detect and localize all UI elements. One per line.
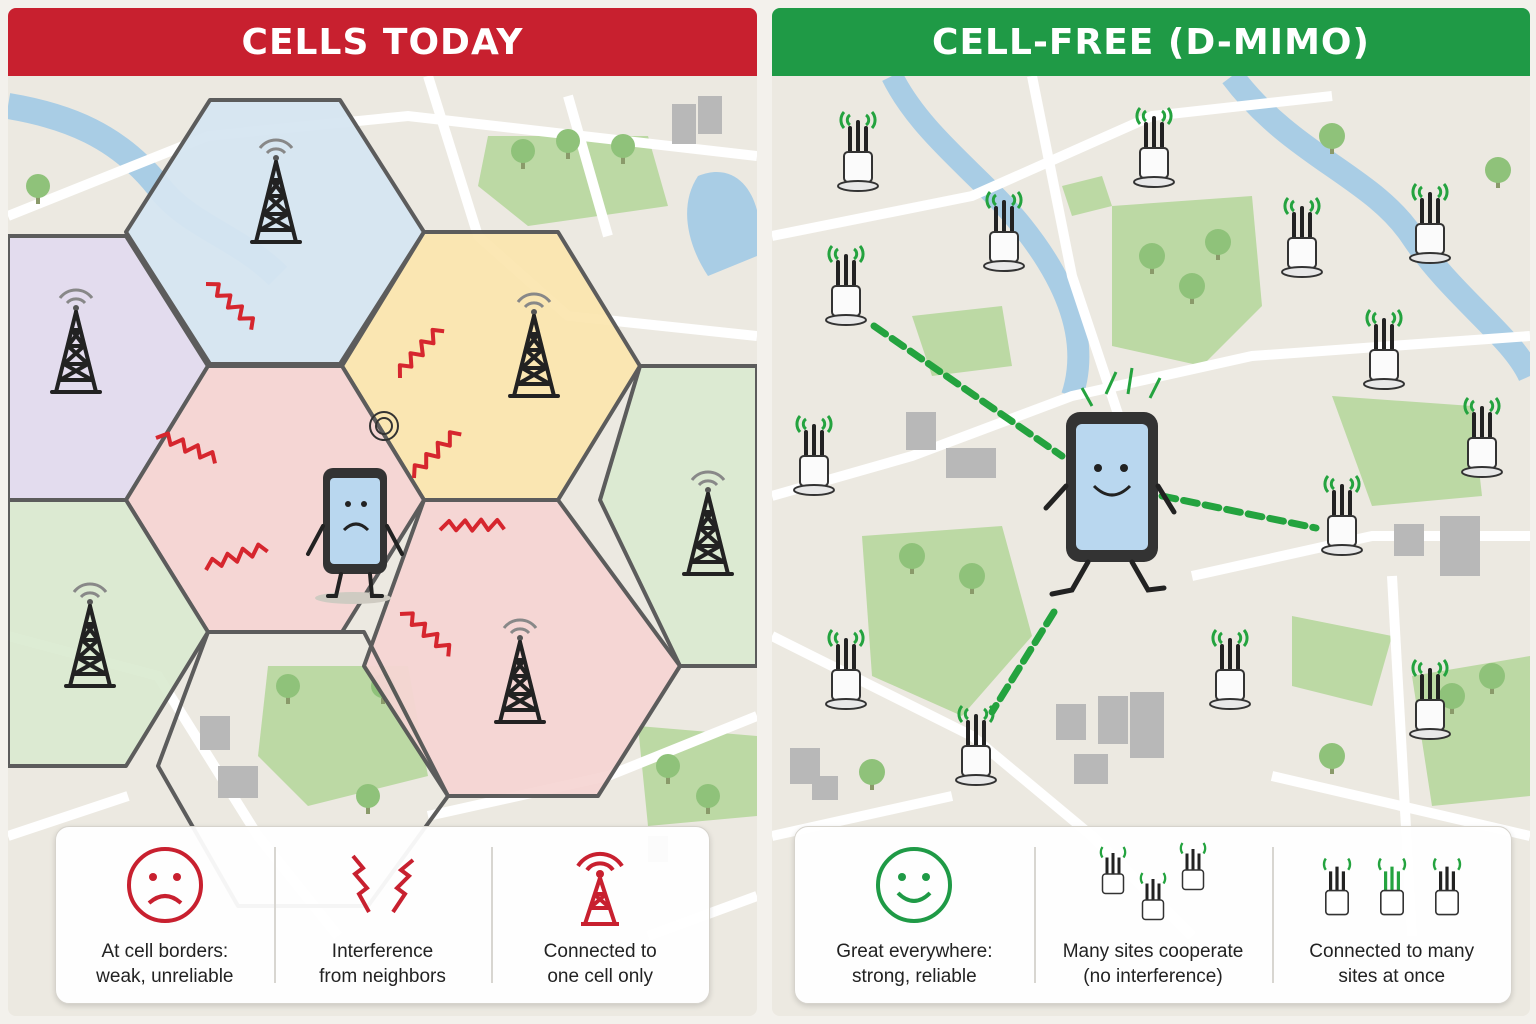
legend-text-line: Connected to	[543, 941, 657, 962]
legend-text-line: sites at once	[1338, 966, 1446, 987]
legend-text-line: Interference	[331, 941, 434, 962]
legend-text-line: one cell only	[547, 966, 653, 987]
cell-free-title: CELL-FREE (D-MIMO)	[772, 8, 1530, 76]
legend-item-single-cell: Connected to one cell only	[491, 827, 709, 1003]
interference-icon	[274, 835, 492, 935]
cooperating-sites-icon	[1034, 835, 1273, 935]
sad-face-icon	[56, 835, 274, 935]
cell-free-legend: Great everywhere: strong, reliable Many …	[794, 826, 1512, 1004]
cells-today-panel: CELLS TODAY	[8, 8, 757, 1016]
legend-text-line: (no interference)	[1083, 966, 1223, 987]
legend-text-line: Connected to many	[1309, 941, 1475, 962]
multi-connection-icon	[1272, 835, 1511, 935]
legend-text-line: At cell borders:	[101, 941, 229, 962]
legend-text-line: Great everywhere:	[836, 941, 993, 962]
cellular-map	[8, 76, 757, 1016]
happy-face-icon	[795, 835, 1034, 935]
cells-today-legend: At cell borders: weak, unreliable Interf…	[55, 826, 710, 1004]
legend-item-weak-borders: At cell borders: weak, unreliable	[56, 827, 274, 1003]
happy-phone-character	[1043, 367, 1177, 597]
cellular-map-illustration	[8, 76, 757, 1016]
single-tower-icon	[491, 835, 709, 935]
legend-text-line: weak, unreliable	[96, 966, 234, 987]
legend-item-many-sites: Connected to many sites at once	[1272, 827, 1511, 1003]
sad-phone-character	[306, 468, 404, 604]
legend-item-great-everywhere: Great everywhere: strong, reliable	[795, 827, 1034, 1003]
legend-text-line: from neighbors	[319, 966, 446, 987]
cell-free-panel: CELL-FREE (D-MIMO)	[772, 8, 1530, 1016]
legend-item-cooperate: Many sites cooperate (no interference)	[1033, 827, 1273, 1003]
legend-item-interference: Interference from neighbors	[273, 827, 492, 1003]
legend-text-line: strong, reliable	[852, 966, 977, 987]
legend-text-line: Many sites cooperate	[1062, 941, 1244, 962]
cells-today-title: CELLS TODAY	[8, 8, 757, 76]
